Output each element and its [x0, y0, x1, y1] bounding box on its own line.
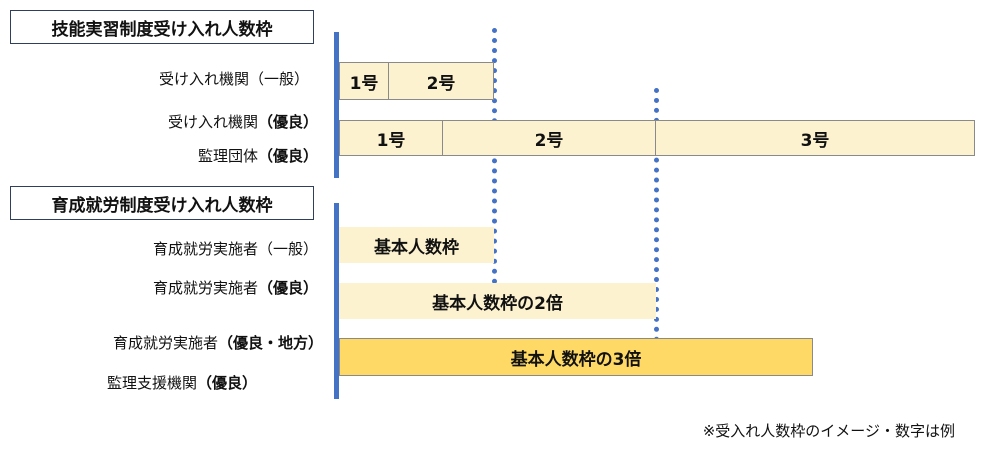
row-label-general-org: 受け入れ機関（一般）	[158, 70, 309, 88]
band-triple-quota: 基本人数枠の3倍	[339, 338, 813, 376]
row-label-dev-regional: 育成就労実施者（優良・地方）	[113, 332, 323, 353]
band-base-quota: 基本人数枠	[339, 227, 494, 263]
section-title-technical-intern: 技能実習制度受け入れ人数枠	[10, 10, 314, 44]
label-text: 育成就労実施者	[112, 334, 218, 352]
row-label-dev-general: 育成就労実施者（一般）	[152, 240, 318, 258]
label-emphasis: （優良）	[257, 279, 318, 297]
label-text: 育成就労実施者	[152, 279, 258, 297]
bar-excellent-grade1: 1号	[339, 120, 443, 156]
band-double-quota: 基本人数枠の2倍	[339, 283, 656, 319]
footnote: ※受入れ人数枠のイメージ・数字は例	[702, 422, 955, 440]
axis-technical	[334, 32, 339, 178]
row-label-excellent-org: 受け入れ機関（優良）	[168, 111, 318, 132]
bar-excellent-grade3: 3号	[655, 120, 975, 156]
section-title-skill-development: 育成就労制度受け入れ人数枠	[10, 186, 314, 220]
row-label-dev-excellent: 育成就労実施者（優良）	[153, 277, 318, 298]
label-emphasis: （優良）	[257, 147, 318, 165]
label-text: 受け入れ機関	[167, 113, 258, 131]
bar-general-grade2: 2号	[388, 62, 494, 100]
divider-line-1	[492, 28, 497, 284]
label-emphasis: （優良・地方）	[217, 334, 323, 352]
row-label-support-org: 監理支援機関（優良）	[107, 372, 257, 393]
bar-general-grade1: 1号	[339, 62, 389, 100]
divider-line-2	[654, 88, 659, 342]
label-emphasis: （優良）	[257, 113, 318, 131]
label-text: 監理団体	[197, 147, 258, 165]
bar-excellent-grade2: 2号	[442, 120, 656, 156]
label-text: 監理支援機関	[106, 374, 197, 392]
row-label-supervising-org: 監理団体（優良）	[198, 145, 318, 166]
axis-development	[334, 203, 339, 399]
label-emphasis: （優良）	[196, 374, 257, 392]
